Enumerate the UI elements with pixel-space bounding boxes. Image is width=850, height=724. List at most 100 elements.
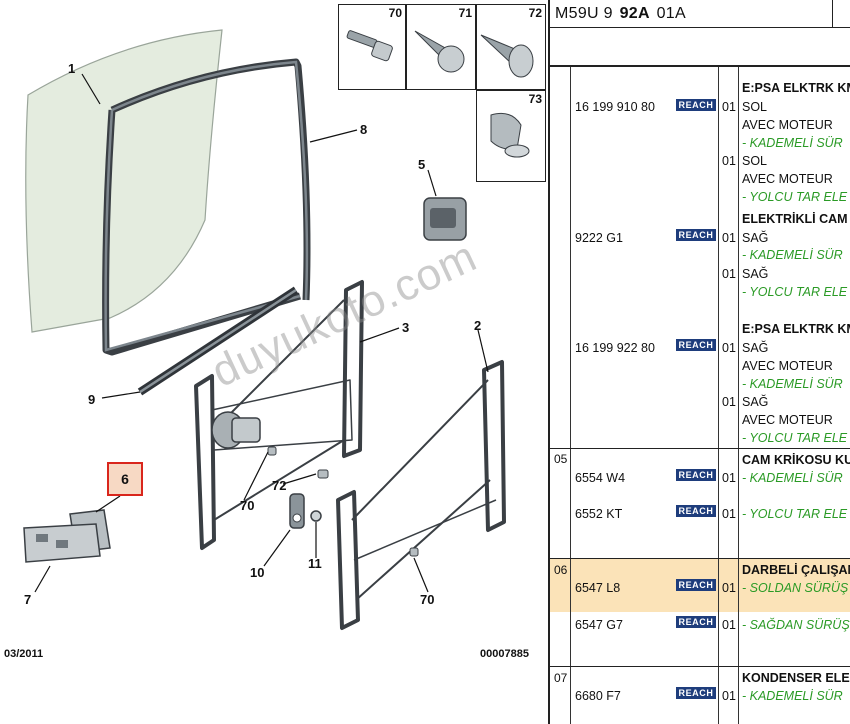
description: SOL (742, 154, 768, 168)
reach-badge: REACH (676, 339, 716, 351)
variant-text: - YOLCU TAR ELE (742, 507, 848, 521)
fastener-cell-73[interactable]: 73 (476, 90, 546, 182)
exploded-parts-diagram: 1 8 5 3 2 9 70 72 10 11 70 7 6 70 71 72 (4, 4, 546, 660)
table-group: 05 6554 W4 REACH 01 CAM KRİKOSU KU - KAD… (550, 448, 850, 558)
quantity: 01 (722, 341, 736, 355)
quantity: 01 (722, 231, 736, 245)
switch-part (423, 197, 467, 241)
variant-text: - KADEMELİ SÜR (742, 248, 843, 262)
fastener-number: 72 (528, 6, 542, 20)
clip-part (289, 493, 305, 529)
description: SAĞ (742, 341, 769, 355)
description: CAM KRİKOSU KU (742, 453, 850, 467)
group-number: 07 (554, 671, 568, 685)
diagram-date: 03/2011 (4, 648, 44, 660)
fastener-number: 73 (528, 92, 542, 106)
reach-badge: REACH (676, 616, 716, 628)
quantity: 01 (722, 267, 736, 281)
description: SAĞ (742, 267, 769, 281)
reach-badge: REACH (676, 99, 716, 111)
fastener-cell-70[interactable]: 70 (338, 4, 406, 90)
description: AVEC MOTEUR (742, 118, 833, 132)
reach-badge: REACH (676, 687, 716, 699)
table-group: 06 6547 L8 REACH 01 DARBELİ ÇALIŞAN - SO… (550, 558, 850, 666)
rivet-part (317, 469, 329, 479)
description: SAĞ (742, 231, 769, 245)
callout-2: 2 (474, 318, 482, 333)
screw-icon (414, 30, 465, 73)
part-number[interactable]: 6552 KT (575, 507, 623, 521)
right-regulator (336, 360, 506, 630)
quantity: 01 (722, 471, 736, 485)
description: AVEC MOTEUR (742, 359, 833, 373)
reach-badge: REACH (676, 505, 716, 517)
variant-text: - YOLCU TAR ELE (742, 190, 848, 204)
reach-badge: REACH (676, 579, 716, 591)
quantity: 01 (722, 581, 736, 595)
regulator-motor (211, 411, 261, 449)
selected-ref-6[interactable]: 6 (107, 462, 143, 496)
table-subheader (550, 28, 850, 66)
leader-lines (34, 73, 489, 593)
push-clip-icon (490, 112, 530, 158)
fastener-grid: 70 71 72 73 (338, 4, 546, 182)
part-number[interactable]: 6547 G7 (575, 618, 623, 632)
washer-part (310, 510, 322, 522)
variant-text: - KADEMELİ SÜR (742, 689, 843, 703)
variant-text: - YOLCU TAR ELE (742, 431, 848, 445)
group-number: 06 (554, 563, 568, 577)
module-part (23, 509, 111, 563)
description: KONDENSER ELE (742, 671, 850, 685)
screw-part-lower (409, 547, 419, 557)
callout-72: 72 (272, 478, 287, 493)
variant-text: - YOLCU TAR ELE (742, 285, 848, 299)
variant-text: - KADEMELİ SÜR (742, 377, 843, 391)
description: E:PSA ELKTRK KM (742, 81, 850, 95)
callout-9: 9 (88, 392, 96, 407)
callout-8: 8 (360, 122, 368, 137)
fastener-cell-71[interactable]: 71 (406, 4, 476, 90)
part-number[interactable]: 6554 W4 (575, 471, 626, 485)
quantity: 01 (722, 395, 736, 409)
header-end-cell (832, 0, 850, 28)
table-group: 07 6680 F7 REACH 01 KONDENSER ELE - KADE… (550, 666, 850, 724)
fastener-number: 70 (388, 6, 402, 20)
description: ELEKTRİKLİ CAM (742, 212, 848, 226)
parts-table: M59U 9 92A 01A 16 199 910 80 REACH 01 E:… (548, 0, 850, 724)
part-number[interactable]: 9222 G1 (575, 231, 623, 245)
quantity: 01 (722, 618, 736, 632)
part-number[interactable]: 6680 F7 (575, 689, 621, 703)
left-regulator (194, 280, 364, 550)
description: E:PSA ELKTRK KM (742, 322, 850, 336)
table-header: M59U 9 92A 01A (550, 0, 850, 28)
description: DARBELİ ÇALIŞAN (742, 563, 850, 577)
variant-text: - SOLDAN SÜRÜŞ (742, 581, 849, 595)
group-number: 05 (554, 452, 568, 466)
part-number[interactable]: 16 199 922 80 (575, 341, 655, 355)
rivet-icon (480, 34, 534, 78)
code-prefix: M59U 9 (555, 4, 613, 22)
quantity: 01 (722, 100, 736, 114)
callout-70-upper: 70 (240, 498, 255, 513)
variant-text: - KADEMELİ SÜR (742, 471, 843, 485)
door-glass-shape (25, 29, 223, 333)
callout-7: 7 (24, 592, 32, 607)
description: SAĞ (742, 395, 769, 409)
callout-1: 1 (68, 61, 76, 76)
description: AVEC MOTEUR (742, 172, 833, 186)
variant-text: - SAĞDAN SÜRÜŞ (742, 618, 850, 632)
quantity: 01 (722, 507, 736, 521)
code-bold: 92A (619, 4, 650, 22)
table-group: 16 199 910 80 REACH 01 E:PSA ELKTRK KM S… (550, 66, 850, 448)
fastener-number: 71 (458, 6, 472, 20)
description: SOL (742, 100, 768, 114)
callout-3: 3 (402, 320, 410, 335)
callout-5: 5 (418, 157, 426, 172)
callout-11: 11 (308, 556, 322, 571)
fastener-cell-72[interactable]: 72 (476, 4, 546, 90)
screw-part (267, 446, 277, 456)
description: AVEC MOTEUR (742, 413, 833, 427)
part-number[interactable]: 6547 L8 (575, 581, 621, 595)
quantity: 01 (722, 689, 736, 703)
part-number[interactable]: 16 199 910 80 (575, 100, 655, 114)
